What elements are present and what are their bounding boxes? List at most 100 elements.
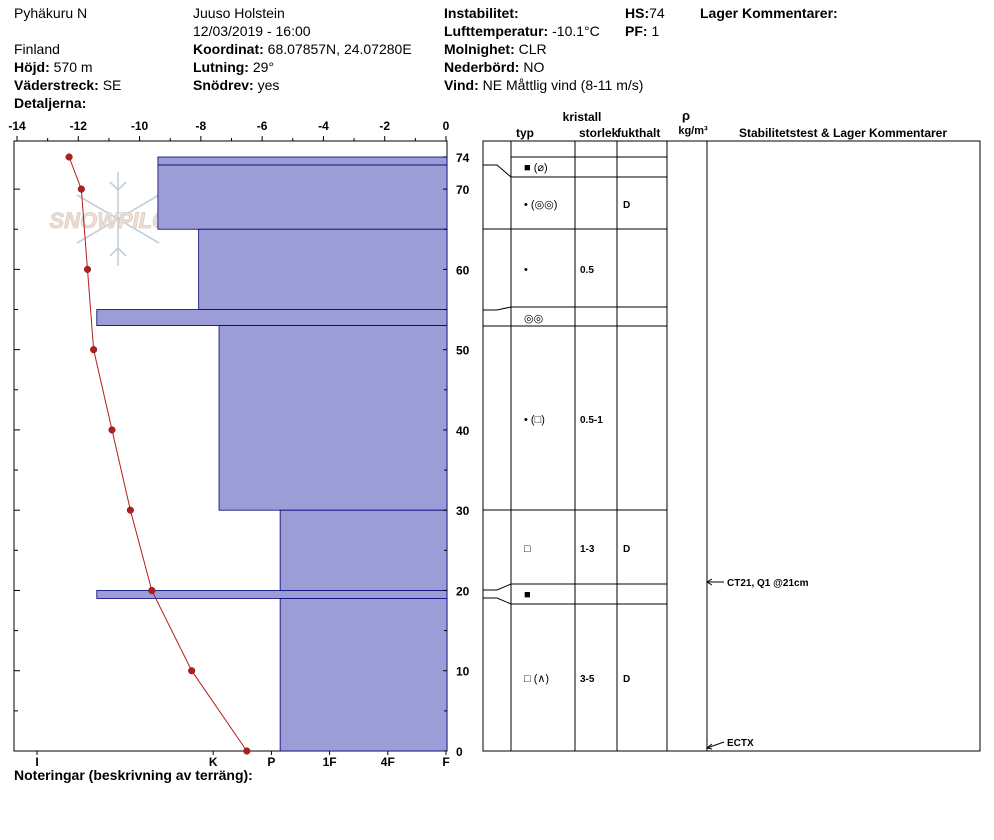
- precip-value: NO: [523, 59, 545, 75]
- temp-tick-label: -10: [131, 119, 149, 133]
- hardness-bar: [279, 598, 448, 752]
- sky-label: Molnighet:: [444, 41, 515, 57]
- layer-table-panel: [482, 140, 981, 752]
- hardness-bar: [96, 309, 448, 326]
- temperature-point: [108, 426, 116, 434]
- hardness-bar: [157, 156, 448, 166]
- hardness-bar: [218, 325, 448, 511]
- temperature-point: [126, 506, 134, 514]
- precip-label: Nederbörd:: [444, 59, 520, 75]
- temperature-point: [77, 185, 85, 193]
- coords-label: Koordinat:: [193, 41, 264, 57]
- depth-tick-label: 0: [456, 745, 463, 759]
- layer-connector: [483, 164, 512, 178]
- depth-tick-label: 40: [456, 424, 470, 438]
- pf-value: 1: [651, 23, 660, 39]
- drift-value: yes: [257, 77, 280, 93]
- drift-row: Snödrev: yes: [193, 76, 279, 94]
- coords-row: Koordinat: 68.07857N, 24.07280E: [193, 40, 412, 58]
- airtemp-value: -10.1°C: [552, 23, 600, 39]
- airtemp-label: Lufttemperatur:: [444, 23, 549, 39]
- aspect-row: Väderstreck: SE: [14, 76, 121, 94]
- slope-label: Lutning:: [193, 59, 249, 75]
- country: Finland: [14, 41, 60, 57]
- aspect-label: Väderstreck:: [14, 77, 99, 93]
- temperature-point: [148, 586, 156, 595]
- precip-row: Nederbörd: NO: [444, 58, 544, 76]
- temp-tick-label: -8: [196, 119, 207, 133]
- instability-label: Instabilitet:: [444, 5, 519, 21]
- layer-grain-type: • (□): [524, 414, 545, 426]
- test-label: ECTX: [727, 738, 754, 749]
- temp-tick-label: -14: [8, 119, 26, 133]
- layer-grain-type: ■: [524, 589, 531, 601]
- test-arrow: [706, 741, 725, 749]
- hardness-tick-label: K: [209, 755, 218, 769]
- depth-tick-label: 10: [456, 665, 470, 679]
- depth-tick-label: 74: [456, 151, 470, 165]
- col-kristall: kristall: [563, 110, 602, 124]
- slope-row: Lutning: 29°: [193, 58, 274, 76]
- temp-tick-label: -4: [318, 119, 329, 133]
- temperature-point: [243, 747, 251, 755]
- layer-moisture: D: [623, 544, 630, 555]
- hs-value: 74: [649, 5, 665, 21]
- col-stability: Stabilitetstest & Lager Kommentarer: [739, 126, 947, 140]
- elevation-value: 570 m: [53, 59, 93, 75]
- layer-grain-size: 3-5: [580, 674, 595, 685]
- layer-grain-type: ◎◎: [524, 313, 543, 325]
- notes-label: Noteringar (beskrivning av terräng):: [14, 767, 253, 783]
- col-typ: typ: [516, 126, 534, 140]
- details-label: Detaljerna:: [14, 95, 87, 111]
- temp-tick-label: -6: [257, 119, 268, 133]
- depth-tick-label: 30: [456, 504, 470, 518]
- hardness-tick-label: F: [442, 755, 449, 769]
- col-rho: ρ: [682, 108, 690, 123]
- depth-tick-label: 20: [456, 584, 470, 598]
- temperature-point: [188, 667, 196, 675]
- layer-moisture: D: [623, 200, 630, 211]
- layer-grain-type: □ (∧): [524, 673, 549, 685]
- layer-connector: [483, 583, 512, 591]
- layer-moisture: D: [623, 674, 630, 685]
- depth-tick-label: 70: [456, 183, 470, 197]
- wind-label: Vind:: [444, 77, 479, 93]
- drift-label: Snödrev:: [193, 77, 254, 93]
- observation-datetime: 12/03/2019 - 16:00: [193, 23, 311, 39]
- col-storlek: storlek: [579, 126, 619, 140]
- elevation-label: Höjd:: [14, 59, 50, 75]
- temp-tick-label: 0: [443, 119, 450, 133]
- hardness-tick-label: I: [35, 755, 38, 769]
- location-name: Pyhäkuru N: [14, 5, 88, 21]
- hardness-bar: [157, 164, 448, 230]
- elevation-row: Höjd: 570 m: [14, 58, 93, 76]
- hardness-bar: [279, 509, 448, 591]
- coords-value: 68.07857N, 24.07280E: [267, 41, 412, 57]
- test-label: CT21, Q1 @21cm: [727, 578, 809, 589]
- col-fukthalt: fukthalt: [617, 126, 660, 140]
- depth-tick-label: 50: [456, 344, 470, 358]
- layer-connector: [483, 306, 512, 311]
- layer-grain-type: □: [524, 543, 531, 555]
- layer-comments-title: Lager Kommentarer:: [700, 5, 838, 21]
- hardness-tick-label: 4F: [381, 755, 395, 769]
- temperature-point: [83, 265, 92, 273]
- layer-connector: [483, 597, 512, 605]
- temp-tick-label: -2: [379, 119, 390, 133]
- depth-tick-label: 60: [456, 263, 470, 277]
- hardness-tick-label: P: [267, 755, 275, 769]
- observer-name: Juuso Holstein: [193, 5, 285, 21]
- hs-row: HS:74: [625, 4, 665, 22]
- temp-tick-label: -12: [70, 119, 88, 133]
- wind-row: Vind: NE Måttlig vind (8-11 m/s): [444, 76, 643, 94]
- layer-grain-type: ■ (⌀): [524, 162, 548, 174]
- hs-label: HS:: [625, 5, 650, 21]
- layer-grain-size: 0.5-1: [580, 415, 603, 426]
- layer-grain-type: • (◎◎): [524, 199, 557, 211]
- layer-grain-size: 1-3: [580, 544, 595, 555]
- test-arrowhead: [706, 578, 713, 586]
- sky-row: Molnighet: CLR: [444, 40, 547, 58]
- temperature-point: [65, 153, 73, 161]
- hardness-bar: [96, 590, 448, 599]
